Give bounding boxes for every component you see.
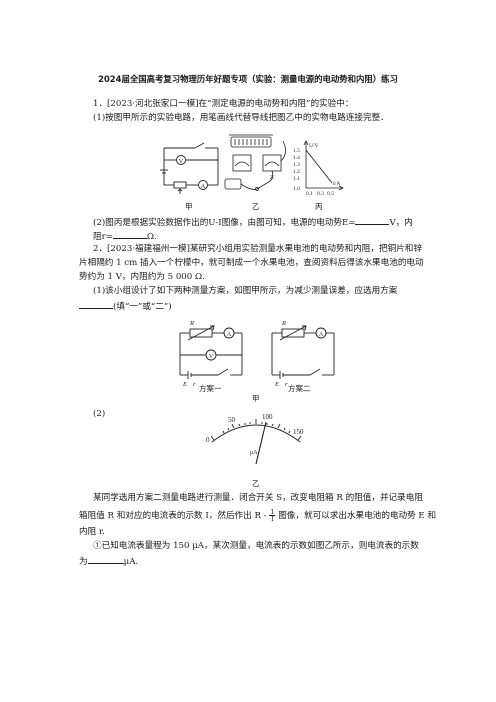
graph-ytick: 1.4 [293,155,300,161]
scheme1-label-r: r [193,381,196,388]
dial-tick: 150 [293,428,304,436]
graph-xtick: 0.1 [306,191,313,197]
svg-text:V: V [179,158,184,165]
q2-sub1-line1: ①已知电流表量程为 150 μA，某次测量，电流表的示数如图乙所示，则电流表的示… [93,541,419,551]
q1-fig-jia-caption: 甲 [185,202,193,211]
scheme2-ammeter-label: A [319,332,324,338]
graph-ytick: 1.5 [293,148,300,154]
meter-caption: 乙 [252,479,260,488]
q2-part1-line1: (1)该小组设计了如下两种测量方案，如图甲所示，为减少测量误差，应选用方案 [93,286,398,296]
q2-para1: 某同学选用方案二测量电路进行测量．闭合开关 S，改变电阻箱 R 的阻值，并记录电… [93,493,423,503]
microammeter-dial: 0 50 100 150 μA [206,413,304,465]
q1-part2-line1: (2)图丙是根据实验数据作出的U-I图像，由图可知，电源的电动势E=V，内 [93,215,413,229]
graph-ytick: 1.1 [293,176,300,182]
q2-line1: 2．[2023·福建福州一模]某研究小组用实验测量水果电池的电动势和内阻，把铜片… [93,244,422,254]
q2-line2: 片相隔约 1 cm 插入一个柠檬中，就可制成一个水果电池，查阅资料后得该水果电池… [79,258,424,268]
scheme2-label-r: r [285,381,288,388]
plan-answer-blank[interactable] [79,299,113,309]
q2-circuit-schemes: R A V E r R A E r [179,320,335,388]
resistance-answer-blank[interactable] [112,229,147,239]
dial-unit: μA [250,450,258,456]
graph-xtick: 0.3 [317,191,324,197]
q2-fig-jia-caption: 甲 [252,394,260,403]
q1-part1: (1)按图甲所示的实验电路，用笔画线代替导线把图乙中的实物电路连接完整． [93,113,389,123]
scheme1-ammeter-label: A [227,332,232,338]
scheme1-label-R: R [189,320,194,327]
dial-tick: 100 [262,413,273,421]
q2-part1-line2: (填“一”或“二”) [79,299,172,313]
scheme1-label-E: E [182,381,187,388]
graph-ytick: 1.0 [293,186,300,192]
q1-ui-graph: U/V I/A 1.5 1.4 1.3 1.2 1.1 1.0 0.1 0.3 … [293,140,344,197]
graph-ytick: 1.3 [293,162,300,168]
q1-fig-bing-caption: 丙 [315,202,323,211]
scheme1-voltmeter-label: V [209,354,214,360]
q1-fig-yi-caption: 乙 [252,202,260,211]
scheme2-label-E: E [274,381,279,388]
scheme2-label-R: R [281,320,286,327]
q2-part2-label: (2) [93,409,106,419]
svg-text:Z: Z [270,175,274,181]
graph-xlabel: I/A [333,181,340,187]
q1-intro: 1．[2023·河北张家口一模]在“测定电源的电动势和内阻”的实验中： [93,99,354,109]
q1-apparatus-figure: Z [224,134,286,191]
q2-para3: 内阻 r. [79,527,105,537]
graph-xtick: 0.5 [327,191,334,197]
current-answer-blank[interactable] [87,554,124,564]
q1-part2-line2: 阻r=Ω. [93,229,157,243]
page-title: 2024届全国高考复习物理历年好题专项（实验：测量电源的电动势和内阻）练习 [98,74,398,84]
q1-circuit-diagram: V A [160,142,219,194]
svg-text:A: A [201,183,206,190]
dial-tick: 50 [228,416,236,424]
scheme2-caption: 方案二 [288,384,311,393]
graph-ylabel: U/V [309,143,319,149]
dial-tick: 0 [206,436,210,444]
graph-ytick: 1.2 [293,169,300,175]
q2-line3: 势约为 1 V，内阻约为 5 000 Ω. [79,272,205,282]
emf-answer-blank[interactable] [355,215,390,225]
scheme1-caption: 方案一 [199,384,222,393]
